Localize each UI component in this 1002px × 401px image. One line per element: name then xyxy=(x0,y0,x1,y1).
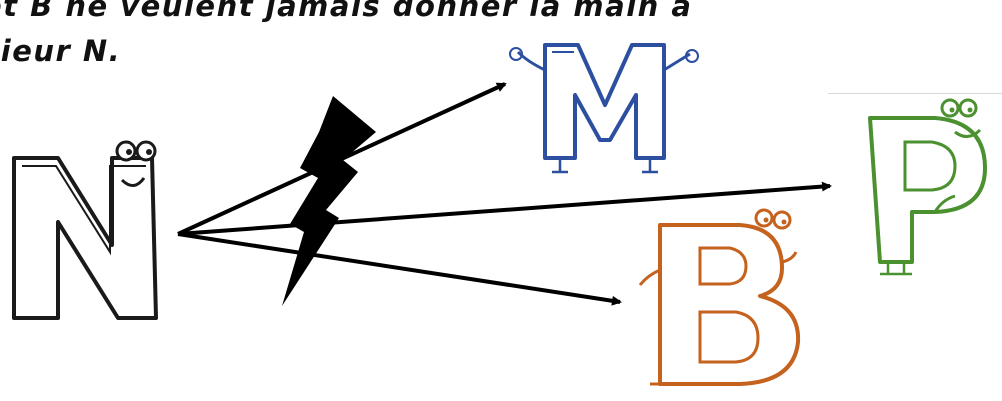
letter-n-character xyxy=(14,142,156,318)
letter-p-character xyxy=(870,100,985,274)
letter-b-character xyxy=(640,210,798,384)
lightning-bolt-icon xyxy=(282,96,376,306)
letter-n-eye-left xyxy=(117,142,135,160)
letter-m-character xyxy=(510,45,698,172)
letter-m-shape xyxy=(545,45,664,158)
letter-b-lower-bowl xyxy=(700,312,758,362)
letter-b-eye-right xyxy=(774,212,790,228)
letter-b-eye-left xyxy=(756,210,772,226)
letter-p-eye-right xyxy=(960,100,976,116)
letter-p-bowl xyxy=(905,142,955,190)
arrow-to-b xyxy=(178,234,620,302)
letter-n-eye-right xyxy=(137,142,155,160)
letter-b-arm-left xyxy=(640,270,660,285)
letter-b-arm-right xyxy=(782,252,796,262)
letter-p-eye-left xyxy=(942,100,958,116)
letter-n-shape xyxy=(14,158,156,318)
letter-b-upper-bowl xyxy=(700,248,746,284)
letter-m-feet xyxy=(552,158,658,172)
